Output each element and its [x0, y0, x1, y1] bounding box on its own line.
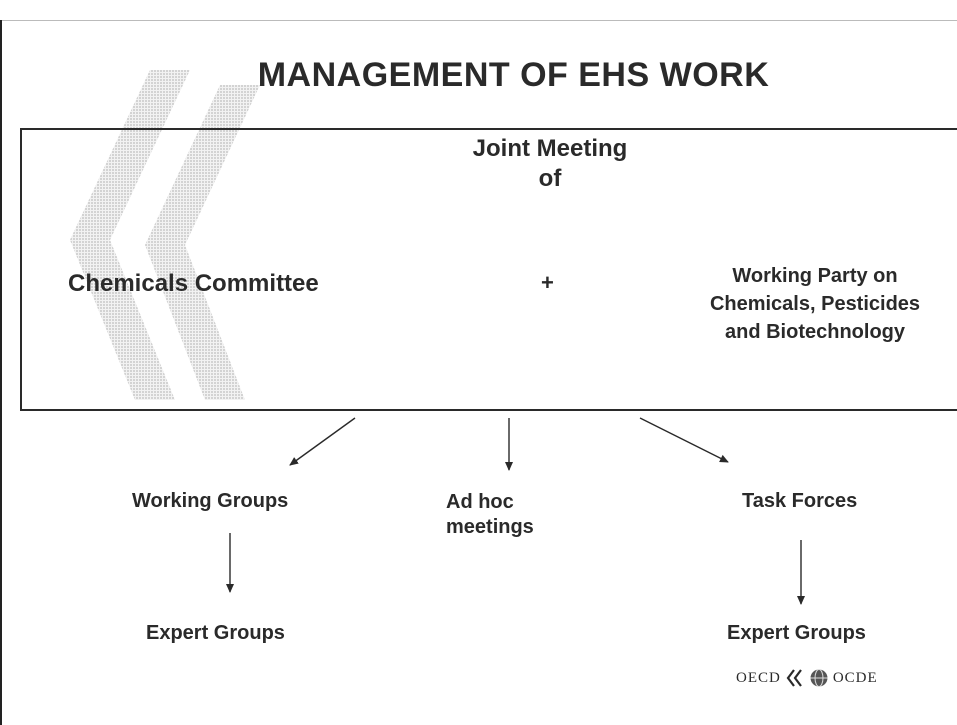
working-party-label: Working Party on Chemicals, Pesticides a… — [670, 262, 957, 346]
working-party-line-2: Chemicals, Pesticides — [709, 293, 921, 315]
joint-meeting-line-2: of — [538, 165, 562, 192]
expert-groups-left-label: Expert Groups — [146, 622, 285, 644]
slide-title: MANAGEMENT OF EHS WORK — [257, 56, 770, 94]
oecd-logo: OECD OCDE — [736, 668, 878, 688]
slide-frame-left — [0, 20, 2, 725]
oecd-chevron-logo — [70, 70, 260, 400]
slide-frame-top — [0, 20, 957, 21]
working-party-line-1: Working Party on — [732, 265, 898, 287]
plus-sign: + — [541, 270, 554, 295]
arrow-to-working-groups — [289, 417, 356, 466]
working-party-line-3: and Biotechnology — [725, 321, 905, 343]
ad-hoc-meetings-label: Ad hoc meetings — [446, 490, 534, 540]
arrow-to-task-forces — [639, 417, 729, 463]
globe-icon — [810, 669, 828, 687]
chemicals-committee-label: Chemicals Committee — [68, 270, 319, 297]
working-groups-label: Working Groups — [132, 490, 289, 512]
ad-hoc-line-2: meetings — [446, 516, 534, 538]
oecd-logo-left-text: OECD — [736, 669, 781, 686]
joint-meeting-box — [20, 128, 957, 411]
ad-hoc-line-1: Ad hoc — [446, 491, 514, 513]
chevron-icon — [786, 669, 802, 687]
joint-meeting-heading: Joint Meeting of — [420, 134, 680, 194]
task-forces-label: Task Forces — [742, 490, 858, 512]
joint-meeting-line-1: Joint Meeting — [472, 135, 628, 162]
expert-groups-right-label: Expert Groups — [727, 622, 866, 644]
oecd-logo-right-text: OCDE — [832, 669, 878, 686]
